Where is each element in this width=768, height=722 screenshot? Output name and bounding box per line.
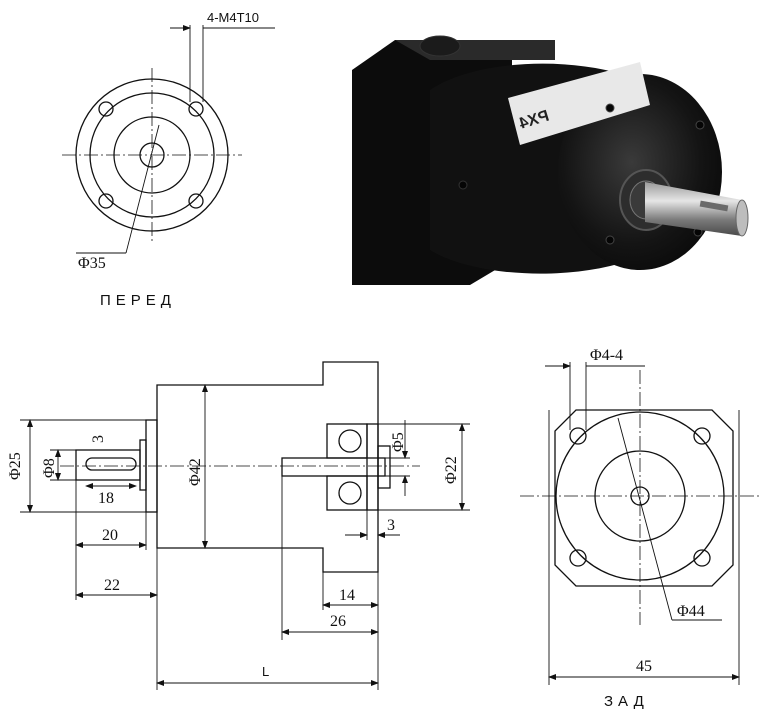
dim-rear: 26 (330, 613, 346, 630)
rear-holes-label: Φ4-4 (590, 347, 623, 364)
side-rear-shaft (281, 457, 386, 477)
front-diameter-label: Φ35 (78, 255, 106, 272)
rear-width-label: 45 (636, 658, 652, 675)
rear-caption: ЗАД (604, 693, 649, 710)
rear-hole-br (693, 549, 711, 567)
front-holes-label: 4-M4T10 (207, 10, 259, 25)
dim-shaft-length: 20 (102, 527, 118, 544)
gearmotor-photo: PX4 (352, 35, 749, 285)
dim-body: Φ42 (187, 458, 204, 486)
photo-label (508, 62, 650, 145)
rear-hole-bl (569, 549, 587, 567)
front-caption: ПЕРЕД (100, 292, 176, 309)
dim-flange: 14 (339, 587, 355, 604)
front-dia-leader (125, 124, 160, 254)
rear-hole-tl (569, 427, 587, 445)
side-view: Φ25 Φ8 3 18 20 22 Φ42 Φ5 Φ22 (7, 361, 470, 690)
dim-rear-shaft: Φ5 (390, 432, 407, 452)
photo-vent-cap (419, 35, 461, 57)
side-shaft-keyway (85, 457, 137, 471)
photo-shaft-key (699, 200, 729, 212)
rear-square-flange (554, 409, 734, 587)
dim-key-length: 18 (98, 490, 114, 507)
dim-shaft: Φ8 (41, 458, 58, 478)
side-front-shaft (75, 449, 141, 481)
front-view: 4-M4T10 Φ35 ПЕРЕД (62, 10, 275, 309)
photo-shaft (645, 182, 742, 236)
front-hole-tl (98, 101, 114, 117)
dim-shaft-outer: Φ25 (7, 452, 24, 480)
dim-total: L (262, 664, 269, 679)
front-hole-tr (188, 101, 204, 117)
front-hole-br (188, 193, 204, 209)
front-hole-bl (98, 193, 114, 209)
rear-hole-tr (693, 427, 711, 445)
dim-step: 3 (387, 517, 395, 534)
dim-shaft-total: 22 (104, 577, 120, 594)
dim-key-width: 3 (90, 435, 107, 443)
rear-view: Φ4-4 Φ44 45 ЗАД (520, 347, 760, 710)
rear-diameter-label: Φ44 (677, 603, 705, 620)
dim-bearing: Φ22 (443, 456, 460, 484)
